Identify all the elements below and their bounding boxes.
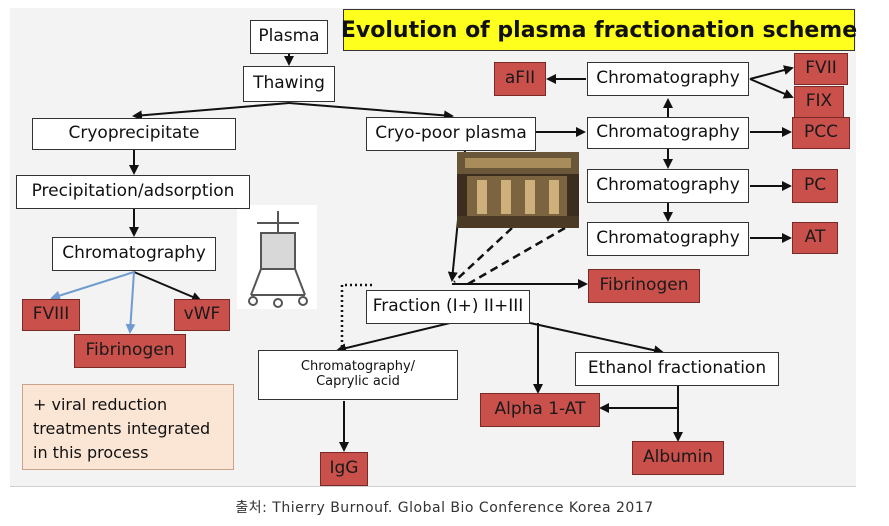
node-chromatography-4: Chromatography: [587, 222, 749, 256]
node-cryo-poor-plasma: Cryo-poor plasma: [366, 117, 536, 151]
node-pcc: PCC: [792, 117, 850, 149]
node-at: AT: [792, 222, 838, 254]
node-precipitation-adsorption: Precipitation/adsorption: [16, 175, 250, 209]
node-fviii: FVIII: [22, 299, 80, 331]
node-pc: PC: [792, 169, 838, 203]
node-albumin: Albumin: [632, 441, 724, 475]
node-fraction: Fraction (I+) II+III: [366, 290, 530, 324]
dotted-link-fraction-caprylic: [340, 283, 372, 350]
node-fvii: FVII: [794, 53, 848, 85]
node-fibrinogen-left: Fibrinogen: [74, 334, 186, 368]
node-chromatography-caprylic: Chromatography/ Caprylic acid: [258, 350, 458, 400]
node-cryoprecipitate: Cryoprecipitate: [32, 118, 236, 150]
viral-reduction-note: + viral reduction treatments integrated …: [22, 384, 234, 470]
node-afii: aFII: [494, 62, 546, 96]
node-ethanol-fractionation: Ethanol fractionation: [575, 352, 779, 386]
node-vwf: vWF: [174, 299, 230, 331]
node-chromatography-1: Chromatography: [587, 62, 749, 96]
arrow-thawing-cryopoor: [288, 102, 454, 121]
arrow-chrom-vwf: [133, 271, 202, 302]
node-plasma: Plasma: [250, 20, 328, 54]
arrow-fraction-ethanol: [529, 322, 664, 356]
source-caption: 출처: Thierry Burnouf. Global Bio Conferen…: [235, 500, 654, 516]
arrow-thawing-cryoprecipitate: [132, 102, 290, 121]
node-chromatography-left: Chromatography: [52, 237, 216, 271]
arrow-chrom-fibrinogen: [125, 271, 136, 334]
node-fix: FIX: [794, 86, 844, 118]
caption-divider: [10, 486, 856, 487]
node-fibrinogen-right: Fibrinogen: [588, 269, 700, 303]
plant-photo: [457, 152, 579, 228]
apparatus-photo-art: [248, 211, 308, 308]
arrow-chrom1-fix: [749, 78, 794, 99]
plant-photo-art: [457, 152, 579, 228]
dashed-link-2: [467, 226, 566, 286]
node-chromatography-caprylic-label: Chromatography/ Caprylic acid: [300, 359, 416, 389]
node-alpha1at: Alpha 1-AT: [480, 393, 600, 427]
arrow-chrom1-fvii: [749, 65, 794, 80]
arrow-chrom-fviii: [50, 271, 135, 301]
node-thawing: Thawing: [243, 66, 335, 102]
diagram-title: Evolution of plasma fractionation scheme: [341, 9, 857, 51]
node-chromatography-2: Chromatography: [587, 117, 749, 149]
node-chromatography-3: Chromatography: [587, 169, 749, 203]
node-igg: IgG: [320, 452, 368, 486]
dashed-link-1: [453, 227, 513, 283]
arrow-fraction-caprylic: [336, 322, 451, 353]
apparatus-photo: [237, 205, 317, 309]
